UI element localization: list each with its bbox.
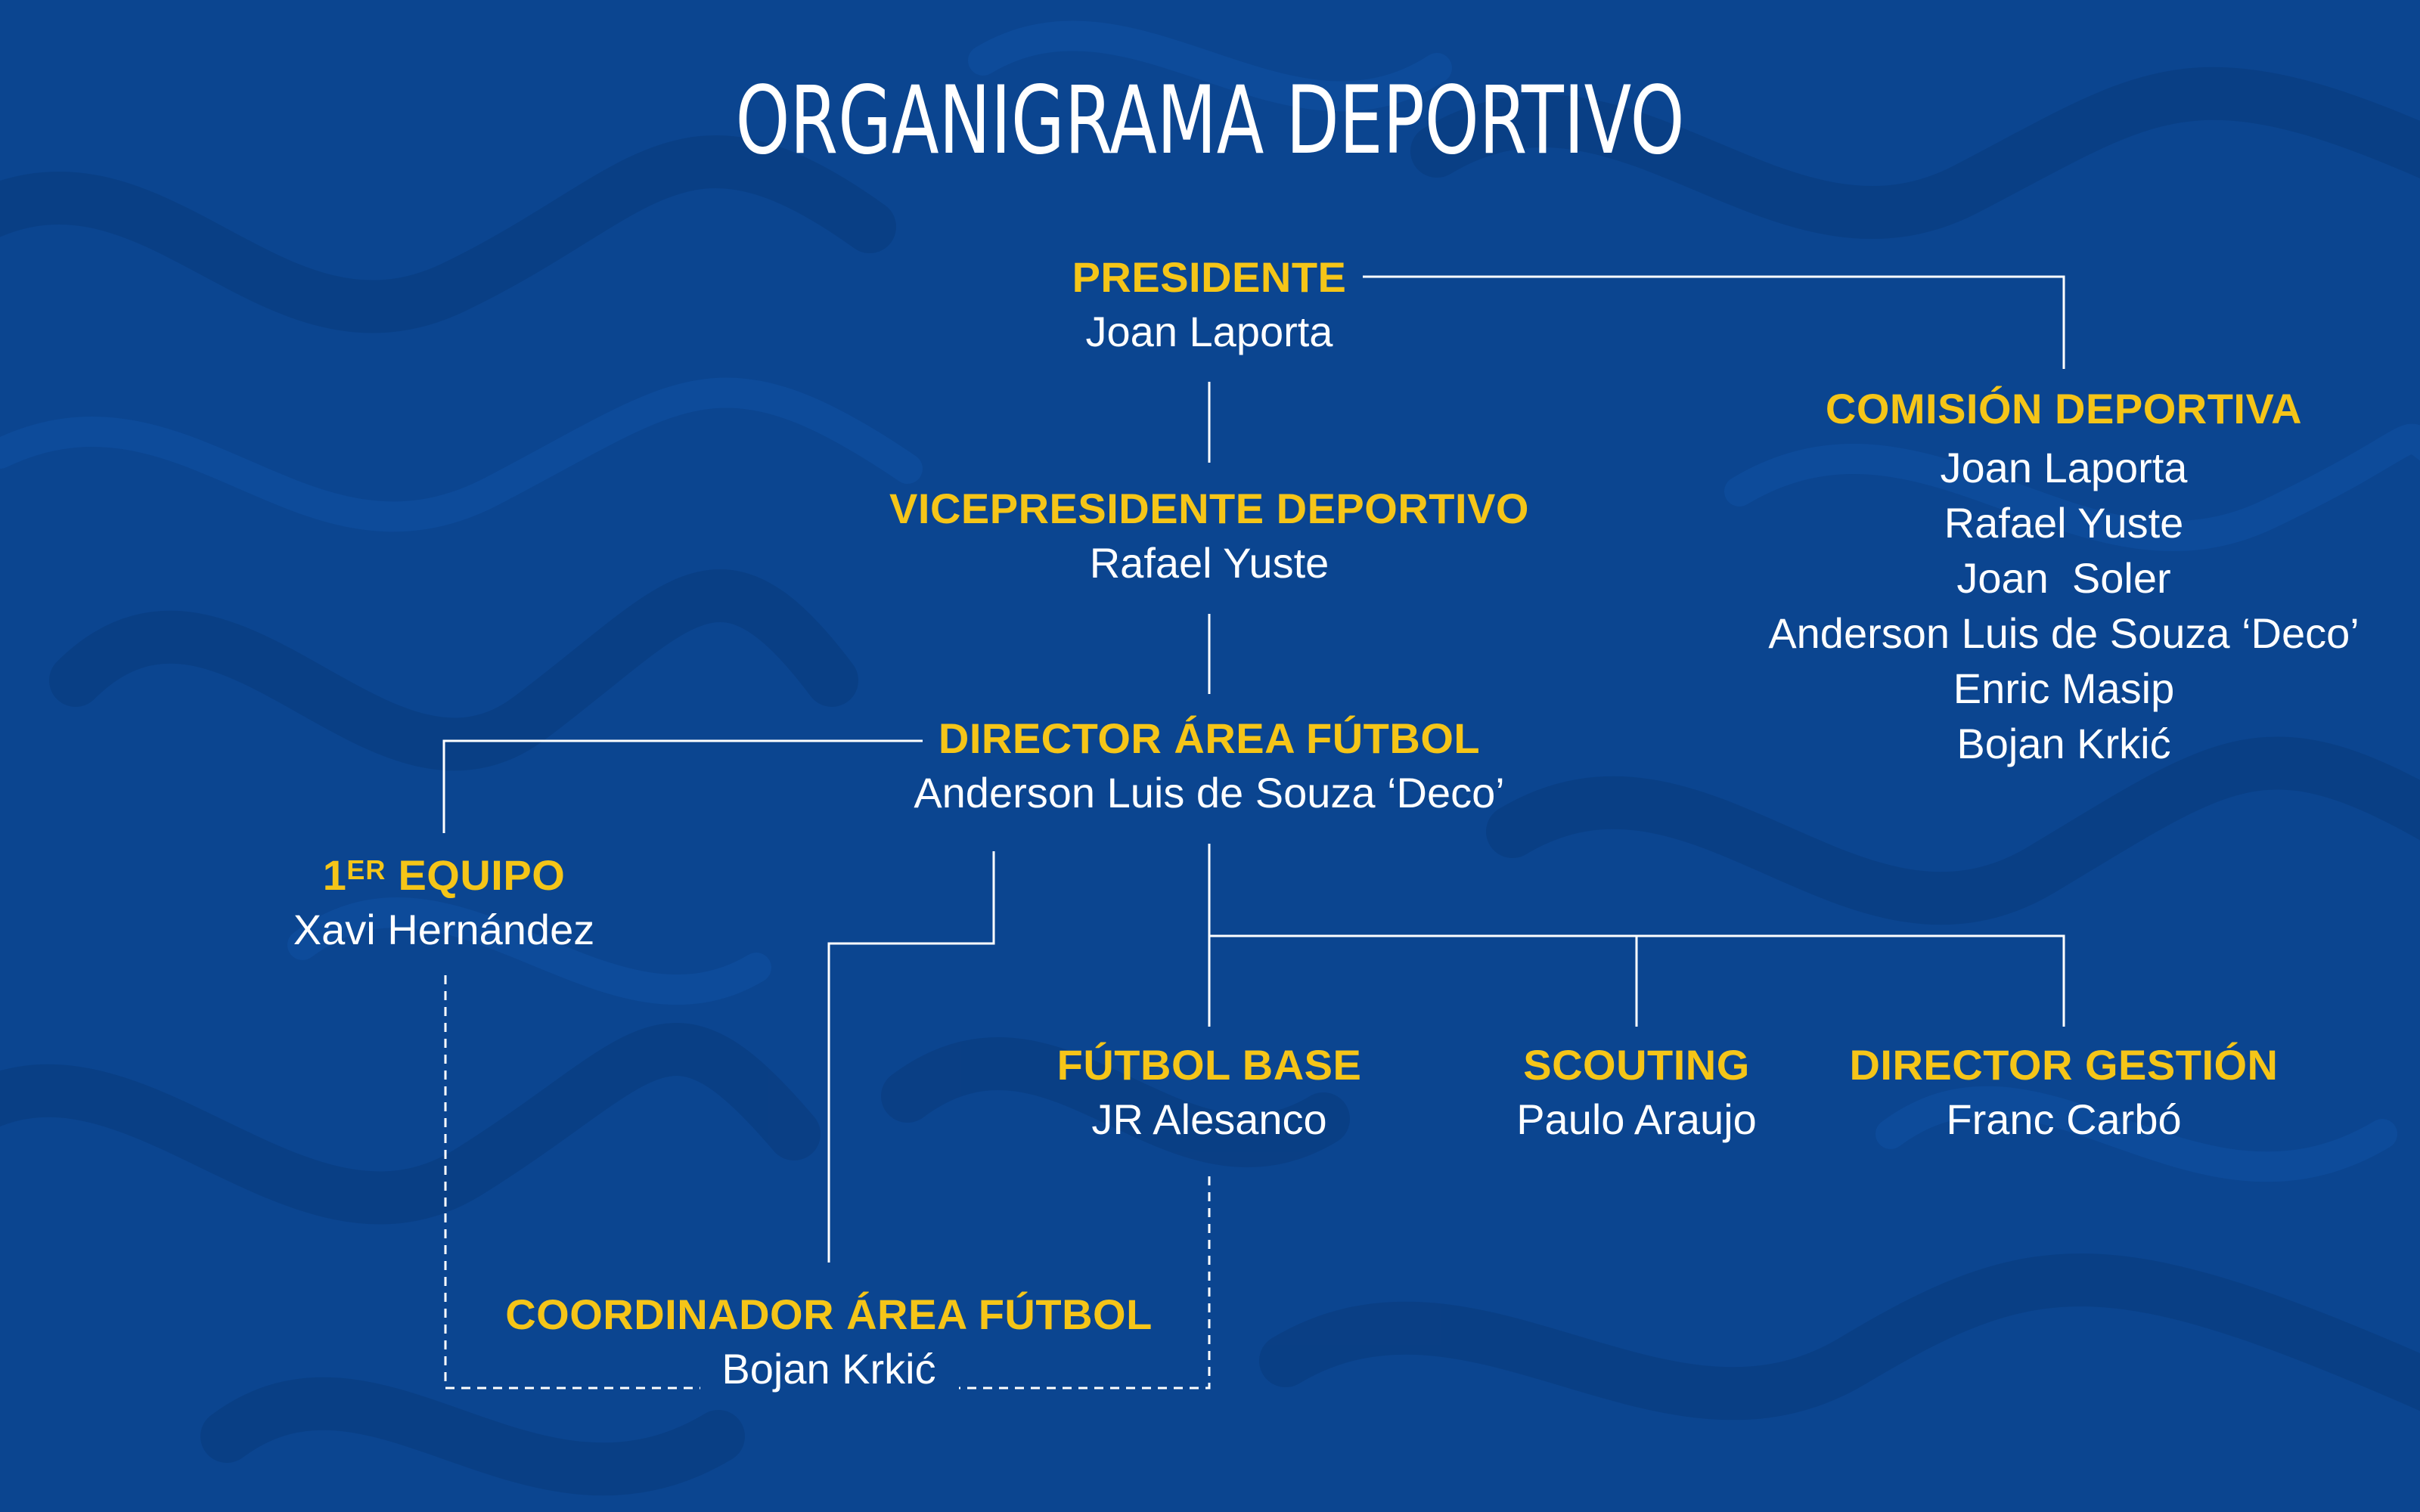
role-label: COORDINADOR ÁREA FÚTBOL: [505, 1290, 1153, 1338]
role-label: DIRECTOR GESTIÓN: [1849, 1041, 2279, 1089]
person-name: Franc Carbó: [1946, 1095, 2182, 1143]
node-comision-deportiva: COMISIÓN DEPORTIVA Joan Laporta Rafael Y…: [1723, 383, 2404, 771]
node-director-gestion: DIRECTOR GESTIÓN Franc Carbó: [1837, 1039, 2291, 1148]
role-label: VICEPRESIDENTE DEPORTIVO: [889, 485, 1529, 532]
person-name: Joan Laporta: [1085, 308, 1333, 355]
role-label: COMISIÓN DEPORTIVA: [1825, 385, 2303, 432]
node-director-area-futbol: DIRECTOR ÁREA FÚTBOL Anderson Luis de So…: [831, 712, 1587, 821]
node-coordinador-area-futbol: COORDINADOR ÁREA FÚTBOL Bojan Krkić: [451, 1288, 1207, 1397]
role-superscript: ER: [346, 854, 386, 885]
person-name: JR Alesanco: [1091, 1095, 1327, 1143]
node-vicepresidente-deportivo: VICEPRESIDENTE DEPORTIVO Rafael Yuste: [831, 482, 1587, 591]
page-title: ORGANIGRAMA DEPORTIVO: [735, 67, 1685, 175]
dashed-futbolbase-coordinador: [959, 1176, 1211, 1390]
member-name: Bojan Krkić: [1956, 720, 2171, 767]
connector-presidente-comision: [1363, 275, 2065, 369]
person-name: Rafael Yuste: [1089, 539, 1329, 587]
role-label: DIRECTOR ÁREA FÚTBOL: [938, 714, 1481, 762]
role-prefix: 1: [322, 851, 347, 899]
member-name: Joan Laporta: [1940, 444, 2188, 491]
role-rest: EQUIPO: [386, 851, 566, 899]
member-name: Rafael Yuste: [1944, 499, 2184, 547]
role-label: FÚTBOL BASE: [1056, 1041, 1362, 1089]
person-name: Anderson Luis de Souza ‘Deco’: [914, 769, 1505, 816]
connector-director-primer-equipo: [442, 739, 923, 833]
person-name: Paulo Araujo: [1516, 1095, 1757, 1143]
connector-director-coordinador: [827, 851, 995, 1263]
member-name: Enric Masip: [1953, 665, 2175, 712]
member-name: Anderson Luis de Souza ‘Deco’: [1768, 609, 2360, 657]
person-name: Xavi Hernández: [293, 906, 595, 953]
role-label: SCOUTING: [1523, 1041, 1750, 1089]
node-futbol-base: FÚTBOL BASE JR Alesanco: [982, 1039, 1436, 1148]
node-presidente: PRESIDENTE Joan Laporta: [982, 251, 1436, 360]
role-label: PRESIDENTE: [1072, 253, 1347, 301]
connector-branch-bar: [1209, 934, 2065, 1027]
role-label: 1ER EQUIPO: [217, 844, 671, 902]
member-name: Joan Soler: [1956, 554, 2171, 602]
node-primer-equipo: 1ER EQUIPO Xavi Hernández: [217, 844, 671, 958]
person-name: Bojan Krkić: [721, 1345, 936, 1393]
dashed-primer-equipo-coordinador: [444, 975, 700, 1390]
node-scouting: SCOUTING Paulo Araujo: [1410, 1039, 1863, 1148]
